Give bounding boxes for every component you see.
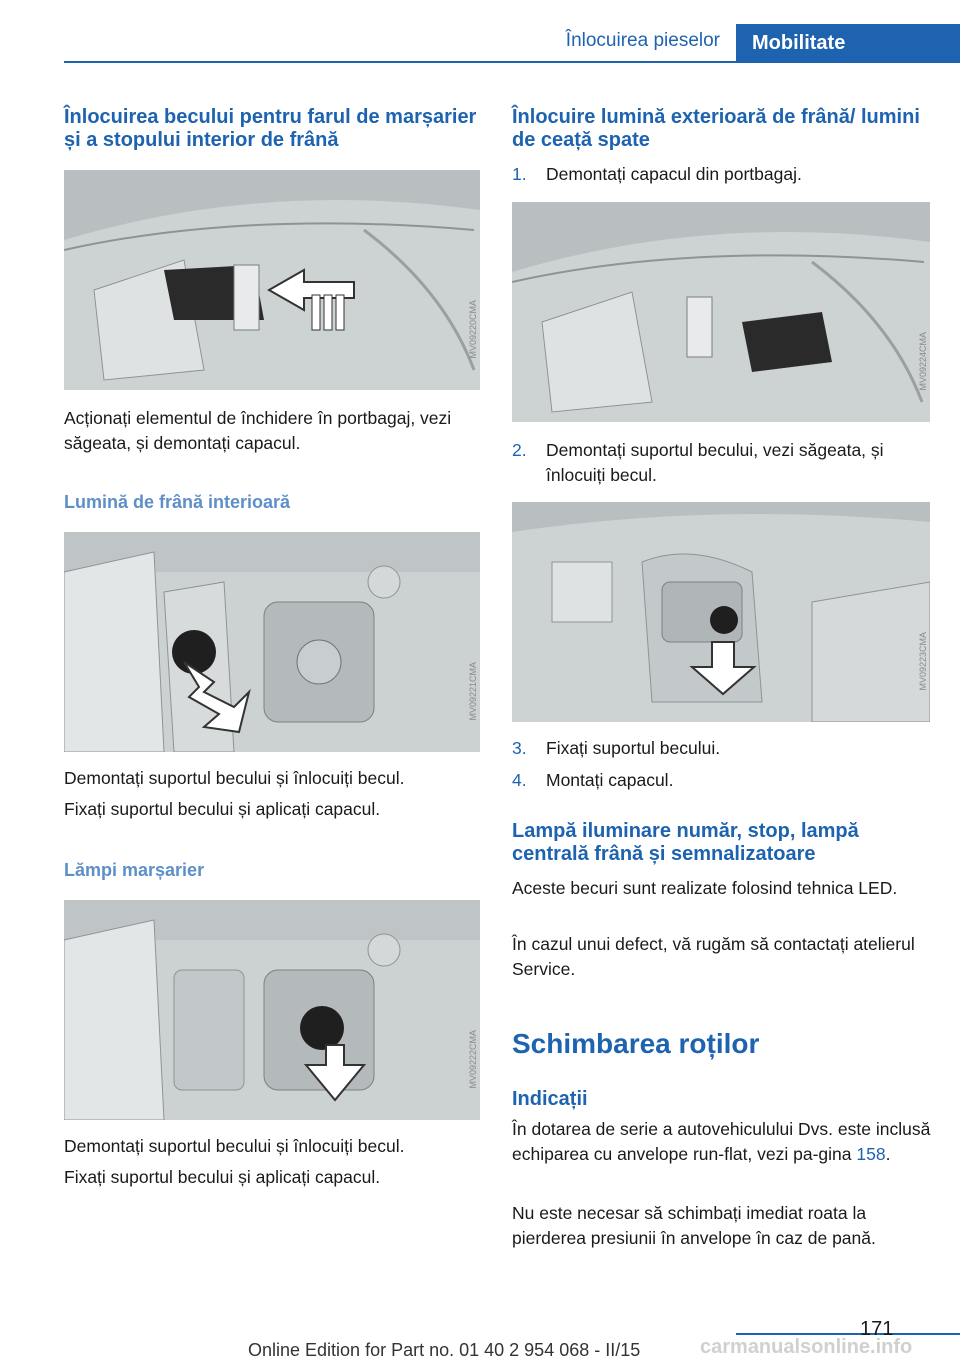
bulb-holder-illustration bbox=[64, 900, 480, 1120]
figure-interior-brake-light: MV09221CMA bbox=[64, 532, 480, 752]
trunk-latch-illustration bbox=[64, 170, 480, 390]
paragraph: În cazul unui defect, vă rugăm să contac… bbox=[512, 934, 915, 979]
paragraph-text: În dotarea de serie a autovehiculului Dv… bbox=[512, 1119, 931, 1164]
figure-code: MV09224CMA bbox=[918, 332, 928, 391]
paragraph-text: . bbox=[885, 1144, 891, 1164]
figure-exterior-bulb-holder: MV09223CMA bbox=[512, 502, 930, 722]
step-number: 2. bbox=[512, 440, 527, 460]
section-heading-reverse-light: Înlocuirea becului pentru farul de marșa… bbox=[64, 106, 477, 151]
section-heading-exterior-brake-light: Înlocuire lumină exterioară de frână/ lu… bbox=[512, 106, 920, 151]
trunk-cover-illustration bbox=[512, 202, 930, 422]
subheading-interior-brake-light: Lumină de frână interioară bbox=[64, 492, 291, 512]
page-link[interactable]: 158 bbox=[856, 1144, 886, 1164]
figure-trunk-latch: MV09220CMA bbox=[64, 170, 480, 390]
figure-code: MV09220CMA bbox=[468, 300, 478, 359]
watermark: carmanualsonline.info bbox=[700, 1336, 913, 1358]
paragraph: În dotarea de serie a autovehiculului Dv… bbox=[512, 1117, 932, 1167]
chapter-heading-wheel-change: Schimbarea roților bbox=[512, 1028, 760, 1059]
step-text: Demontați capacul din portbagaj. bbox=[546, 164, 802, 184]
paragraph: Fixați suportul becului și aplicați capa… bbox=[64, 799, 381, 819]
paragraph: Demontați suportul becului și înlocuiți … bbox=[64, 1136, 405, 1156]
exterior-bulb-illustration bbox=[512, 502, 930, 722]
paragraph: Aceste becuri sunt realizate folosind te… bbox=[512, 878, 898, 898]
paragraph: Acționați elementul de închidere în port… bbox=[64, 408, 452, 453]
step-text: Montați capacul. bbox=[546, 770, 674, 790]
subheading-reverse-lamps: Lămpi marșarier bbox=[64, 860, 205, 880]
step-number: 4. bbox=[512, 770, 527, 790]
header-rule bbox=[64, 61, 960, 63]
step-item: 2. Demontați suportul becului, vezi săge… bbox=[512, 438, 932, 488]
footer-rule bbox=[736, 1333, 960, 1335]
figure-code: MV09222CMA bbox=[468, 1030, 478, 1089]
header-chapter-tab[interactable]: Mobilitate bbox=[736, 24, 960, 63]
figure-code: MV09221CMA bbox=[468, 662, 478, 721]
step-text: Fixați suportul becului. bbox=[546, 738, 721, 758]
paragraph: Nu este necesar să schimbați imediat roa… bbox=[512, 1203, 876, 1248]
figure-trunk-cover: MV09224CMA bbox=[512, 202, 930, 422]
figure-reverse-lamps: MV09222CMA bbox=[64, 900, 480, 1120]
page-number: 171 bbox=[860, 1318, 894, 1340]
subheading-notes: Indicații bbox=[512, 1088, 588, 1110]
figure-code: MV09223CMA bbox=[918, 632, 928, 691]
step-text: Demontați suportul becului, vezi săgeata… bbox=[546, 440, 884, 485]
section-heading-led-lights: Lampă iluminare număr, stop, lampă centr… bbox=[512, 820, 859, 865]
paragraph: Demontați suportul becului și înlocuiți … bbox=[64, 768, 405, 788]
step-number: 3. bbox=[512, 738, 527, 758]
step-number: 1. bbox=[512, 164, 527, 184]
paragraph: Fixați suportul becului și aplicați capa… bbox=[64, 1167, 381, 1187]
footer-edition: Online Edition for Part no. 01 40 2 954 … bbox=[248, 1340, 641, 1360]
bulb-holder-illustration bbox=[64, 532, 480, 752]
header-section-title: Înlocuirea pieselor bbox=[565, 30, 720, 51]
